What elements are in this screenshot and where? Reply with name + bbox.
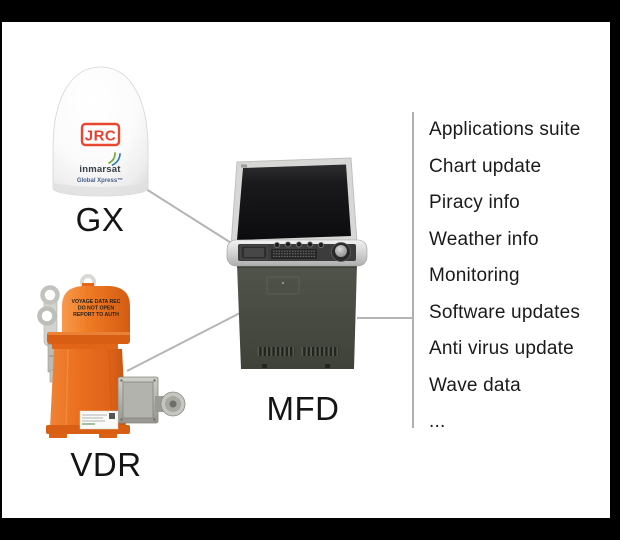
vdr-neck [52,344,118,349]
service-list-item: Anti virus update [429,338,574,359]
inmarsat-chevron-icon [108,152,121,166]
vdr-cap-text: VOYAGE DATA REC DO NOT OPEN REPORT TO AU… [72,299,121,318]
vdr-junction-box [117,376,159,424]
mfd-bezel-badge [241,164,247,168]
service-list-item: Piracy info [429,192,520,213]
service-list-item: Applications suite [429,119,581,140]
vdr-cap-rim-highlight [47,332,130,335]
service-list-item: Weather info [429,228,539,250]
mfd-knobs [274,241,325,249]
service-list-item: Software updates [429,301,581,323]
mfd-console-image [226,157,368,369]
mfd-cabinet [237,264,357,369]
vdr-cap [62,286,130,334]
vdr-foot-left [49,433,67,438]
vdr-foot-right [99,433,117,438]
mfd-trackball [331,242,351,262]
frame-border-left [0,0,2,540]
jrc-logo: JRC [80,122,121,147]
service-list: Applications suite Chart update Piracy i… [429,112,580,441]
svg-text:DO NOT OPEN: DO NOT OPEN [78,306,115,312]
connector-vdr-to-mfd [126,312,241,372]
frame-border-top [0,0,620,22]
gx-label: GX [75,201,125,238]
jrc-logo-text: JRC [85,128,117,145]
inmarsat-logo-text: inmarsat [79,164,121,175]
frame-border-bottom [0,518,620,540]
vdr-spec-label [79,410,119,430]
vdr-cable-connector [155,391,186,417]
mfd-screen [237,164,351,240]
mfd-keyboard [271,249,317,259]
connector-gx-to-mfd [145,188,237,247]
dome-base-rim [53,183,148,196]
svg-text:VOYAGE DATA REC: VOYAGE DATA REC [72,299,121,305]
service-list-item: Wave data [429,374,521,396]
vdr-body [50,349,126,428]
mfd-cabinet-panel [266,276,300,295]
mfd-vent-right [301,347,339,356]
vdr-label: VDR [70,446,142,483]
svg-text:REPORT TO AUTH: REPORT TO AUTH [73,312,119,318]
service-list-item: Chart update [429,155,542,177]
vdr-device-image: VOYAGE DATA REC DO NOT OPEN REPORT TO AU… [37,274,186,438]
frame-border-right [610,0,620,540]
global-xpress-text: Global Xpress™ [77,177,123,184]
mfd-label: MFD [266,390,340,427]
mfd-control-tray [226,239,368,267]
service-list-item: ... [429,411,446,432]
vdr-body-facet-left [65,348,69,429]
mfd-vent-left [257,347,295,356]
mfd-monitor [230,157,358,247]
service-list-item: Monitoring [429,265,520,286]
gx-antenna-dome-image: JRC inmarsat Global Xpress™ [52,66,149,197]
